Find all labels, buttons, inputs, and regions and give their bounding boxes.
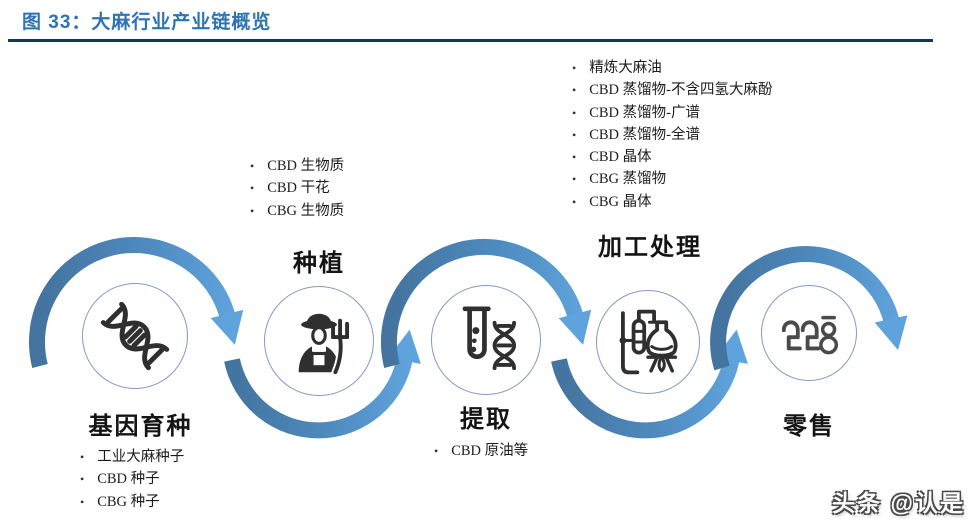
bullet-dot: • (572, 172, 577, 187)
stage-circle-processing (596, 290, 700, 394)
bullet-item: • CBG 蒸馏物 (572, 168, 772, 190)
bullet-text: CBG 生物质 (267, 202, 345, 219)
bullet-text: CBD 原油等 (451, 443, 529, 459)
bullet-item: • CBD 种子 (80, 468, 184, 490)
title-underline (8, 39, 933, 42)
bullet-dot: • (80, 494, 85, 509)
bullet-item: • CBD 蒸馏物-全谱 (572, 124, 772, 146)
bullet-dot: • (572, 105, 577, 120)
stage-circle-genetics (82, 283, 188, 389)
bullet-item: • CBD 蒸馏物-广谱 (572, 102, 772, 124)
bullet-dot: • (572, 194, 577, 209)
bullet-dot: • (80, 472, 85, 487)
bullet-item: • CBD 蒸馏物-不含四氢大麻酚 (572, 79, 772, 101)
bullet-text: CBD 蒸馏物-广谱 (589, 104, 700, 121)
stage-circle-extraction (431, 285, 541, 395)
bullet-item: • CBD 生物质 (250, 155, 344, 177)
stage-label-processing: 加工处理 (598, 234, 702, 261)
flow-arrow-4 (551, 329, 748, 439)
stage-label-planting: 种植 (293, 250, 345, 277)
flow-arrow-3 (380, 239, 592, 369)
stage-label-extraction: 提取 (460, 406, 512, 433)
flow-arrow-1 (28, 236, 244, 368)
bullet-text: CBD 蒸馏物-不含四氢大麻酚 (589, 82, 773, 99)
extraction-output-list: • CBD 原油等 (434, 440, 528, 462)
farmer-icon (298, 313, 350, 377)
bullet-item: • CBD 原油等 (434, 440, 528, 462)
bullet-dot: • (250, 203, 255, 218)
bullet-dot: • (572, 83, 577, 98)
flow-arrow-2 (224, 329, 421, 439)
bullet-item: • 精炼大麻油 (572, 57, 772, 79)
bullet-dot: • (434, 444, 439, 458)
genetics-output-list: • 工业大麻种子 • CBD 种子 • CBG 种子 (80, 446, 184, 513)
bullet-item: • 工业大麻种子 (80, 446, 184, 468)
bullet-text: 精炼大麻油 (589, 60, 662, 76)
bullet-text: CBD 生物质 (267, 158, 345, 174)
processing-output-list: • 精炼大麻油 • CBD 蒸馏物-不含四氢大麻酚 • CBD 蒸馏物-广谱 • CBD 蒸馏… (572, 57, 772, 213)
bullet-text: CBG 种子 (97, 493, 160, 510)
stage-label-retail: 零售 (783, 413, 835, 440)
watermark: 头条 @认是 (832, 490, 965, 516)
bullet-text: CBD 干花 (267, 180, 330, 197)
stage-circle-retail (761, 285, 857, 381)
figure-title: 图 33：大麻行业产业链概览 (22, 12, 272, 33)
stage-circle-planting (264, 286, 374, 396)
planting-output-list: • CBD 生物质 • CBD 干花 • CBG 生物质 (250, 155, 344, 222)
bullet-item: • CBG 晶体 (572, 191, 772, 213)
bullet-text: 工业大麻种子 (97, 449, 185, 465)
distillation-icon (619, 309, 678, 375)
bullet-dot: • (250, 181, 255, 196)
test-tube-icon (462, 306, 517, 371)
bullet-item: • CBG 生物质 (250, 200, 344, 222)
bullet-item: • CBD 干花 (250, 177, 344, 199)
dna-icon (100, 301, 170, 371)
bullet-dot: • (572, 61, 577, 75)
bullet-dot: • (572, 150, 577, 165)
flow-arrow-5 (710, 246, 908, 371)
bullet-text: CBG 蒸馏物 (589, 171, 667, 188)
bullet-dot: • (572, 127, 577, 142)
stage-label-genetics: 基因育种 (88, 413, 193, 440)
bullet-text: CBG 晶体 (589, 193, 652, 210)
bullet-text: CBD 蒸馏物-全谱 (589, 126, 700, 143)
bullet-dot: • (80, 450, 85, 464)
bullet-item: • CBG 种子 (80, 491, 184, 513)
bullet-text: CBD 种子 (97, 471, 160, 488)
bullet-dot: • (250, 159, 255, 173)
bullet-text: CBD 晶体 (589, 149, 652, 166)
retail-icon (781, 315, 839, 355)
bullet-item: • CBD 晶体 (572, 146, 772, 168)
